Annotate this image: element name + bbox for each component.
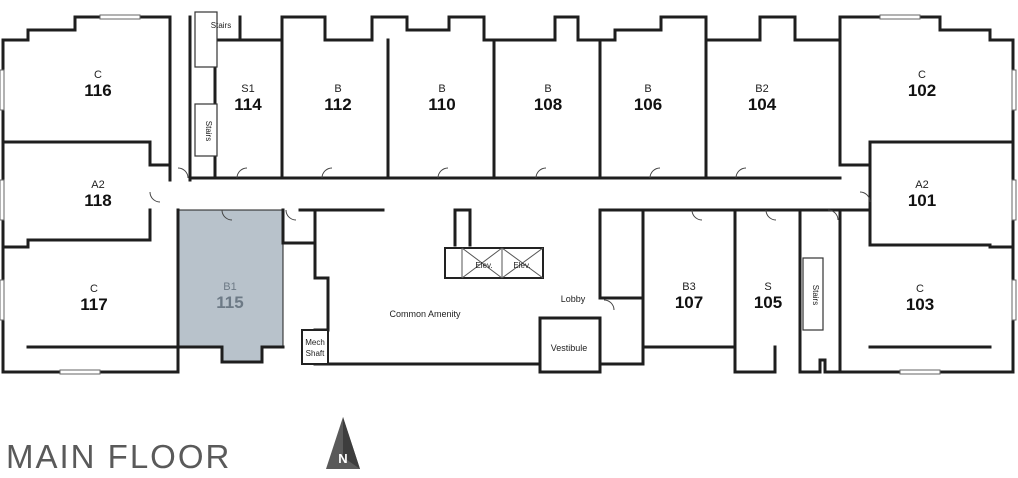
unit-116-type: C (94, 69, 102, 81)
stairs-west-label: Stairs (204, 121, 213, 141)
unit-108-number: 108 (534, 95, 562, 114)
windows (0, 14, 1017, 375)
unit-104-type: B2 (755, 83, 768, 95)
stairs-west (194, 103, 218, 157)
unit-112-type: B (334, 83, 341, 95)
lobby-label: Lobby (561, 294, 586, 304)
exterior-walls (1, 15, 1015, 374)
unit-101-type: A2 (915, 179, 928, 191)
elev-1-label: Elev. (475, 261, 492, 270)
stairs-north-label: Stairs (211, 21, 231, 30)
mech-shaft (301, 329, 329, 365)
unit-103-number: 103 (906, 295, 934, 314)
unit-107-number: 107 (675, 293, 703, 312)
mech-label-line2: Shaft (306, 349, 325, 358)
unit-110-number: 110 (428, 95, 455, 114)
unit-118-number: 118 (84, 191, 111, 210)
unit-102-type: C (918, 69, 926, 81)
north-label: N (338, 451, 347, 466)
unit-105-number: 105 (754, 293, 782, 312)
stairs-east-label: Stairs (811, 285, 820, 305)
unit-105-type: S (764, 281, 771, 293)
unit-116-number: 116 (84, 81, 111, 100)
unit-117-number: 117 (80, 295, 107, 314)
unit-112-number: 112 (324, 95, 351, 114)
unit-108-type: B (544, 83, 551, 95)
unit-115-type: B1 (223, 281, 236, 293)
unit-101-number: 101 (908, 191, 936, 210)
vestibule-label: Vestibule (551, 343, 588, 353)
mech-label-line1: Mech (305, 338, 325, 347)
unit-115-number: 115 (216, 293, 243, 312)
unit-110-type: B (438, 83, 445, 95)
unit-102-number: 102 (908, 81, 936, 100)
unit-114-number: 114 (234, 95, 262, 114)
unit-117-type: C (90, 283, 98, 295)
unit-114-type: S1 (241, 83, 254, 95)
unit-106-number: 106 (634, 95, 662, 114)
unit-106-type: B (644, 83, 651, 95)
elevator-shaft (444, 247, 544, 279)
unit-103-type: C (916, 283, 924, 295)
north-arrow-icon: N (326, 417, 360, 469)
unit-labels: C 116 S1 114 B 112 B 110 B 108 B 106 B2 … (80, 69, 936, 314)
elev-2-label: Elev. (513, 261, 530, 270)
stairs-east (802, 257, 824, 331)
space-labels: Stairs Stairs Stairs Elev. Elev. Lobby C… (204, 21, 820, 358)
unit-107-type: B3 (682, 281, 695, 293)
floor-title: MAIN FLOOR (6, 438, 232, 475)
unit-118-type: A2 (91, 179, 104, 191)
common-amenity-label: Common Amenity (389, 309, 461, 319)
doors (149, 167, 871, 311)
stairs-north (194, 11, 218, 68)
unit-104-number: 104 (748, 95, 777, 114)
